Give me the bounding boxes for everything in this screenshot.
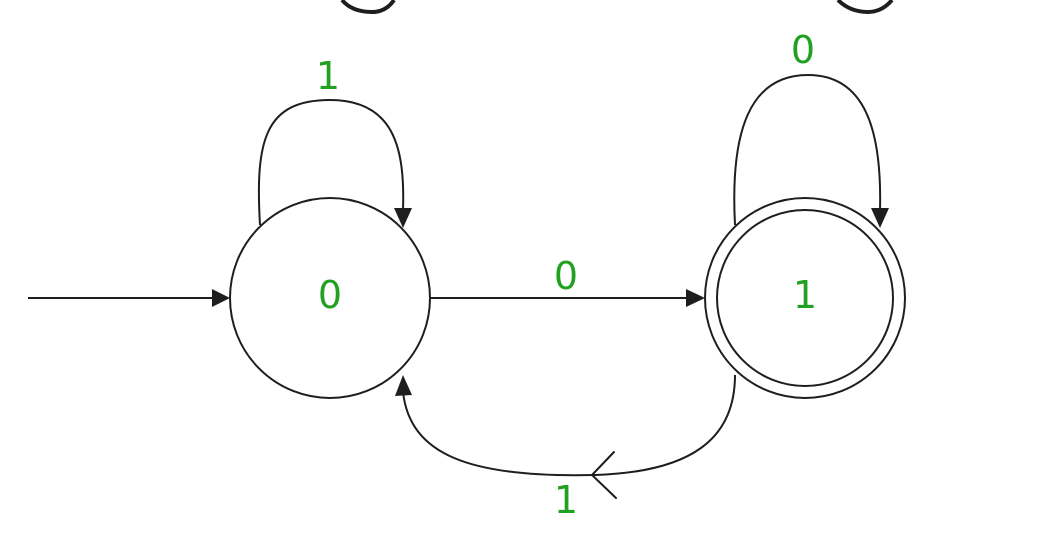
state-q1[interactable]: 1 <box>704 197 906 399</box>
label-self-loop-q0: 1 <box>316 54 340 98</box>
state-q0[interactable]: 0 <box>229 197 431 399</box>
cropped-arc-left <box>340 0 396 15</box>
state-q0-circle <box>229 197 431 399</box>
state-q1-label: 1 <box>793 273 817 317</box>
label-edge-q1-q0: 1 <box>554 478 578 522</box>
state-q0-label: 0 <box>318 273 342 317</box>
edge-q0-to-q1 <box>430 289 705 307</box>
cropped-arc-right <box>836 0 894 15</box>
chevron-open-icon <box>590 451 617 499</box>
label-edge-q0-q1: 0 <box>554 254 578 298</box>
label-self-loop-q1: 0 <box>791 28 815 72</box>
self-loop-q0 <box>257 98 412 228</box>
edge-q1-to-q0 <box>395 374 736 499</box>
state-q1-inner-circle <box>716 209 894 387</box>
self-loop-q1 <box>733 73 889 228</box>
start-arrow <box>28 289 230 307</box>
